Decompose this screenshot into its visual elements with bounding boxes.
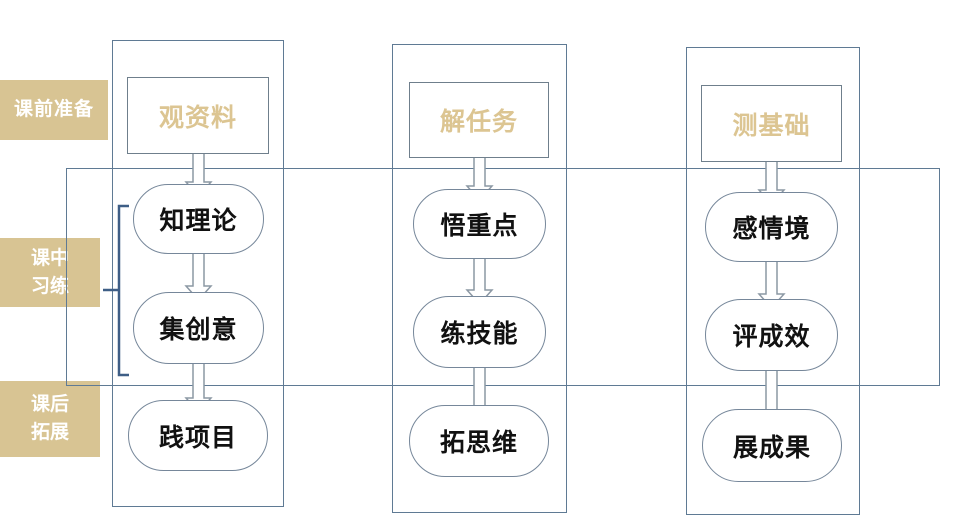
column-2-step-1: 悟重点 <box>413 189 546 259</box>
stage-label-in-line1: 课中 <box>30 246 69 269</box>
column-2-step-1-label: 悟重点 <box>440 211 519 240</box>
column-2-top-box: 解任务 <box>409 82 549 158</box>
column-2-step-3-label: 拓思维 <box>439 428 518 457</box>
column-1-step-3: 践项目 <box>128 400 268 471</box>
column-2-step-2-label: 练技能 <box>440 319 519 348</box>
column-3-step-2: 评成效 <box>705 299 838 371</box>
column-3-top-box: 测基础 <box>701 85 842 162</box>
column-2-step-3: 拓思维 <box>409 405 549 477</box>
column-1-step-2: 集创意 <box>133 292 264 364</box>
in-class-band <box>66 168 940 386</box>
stage-label-post-line2: 拓展 <box>30 421 69 443</box>
column-2-top-label: 解任务 <box>439 107 518 136</box>
column-3-step-1: 感情境 <box>705 192 838 262</box>
column-frame-3 <box>686 47 860 515</box>
column-3-step-3: 展成果 <box>702 409 842 482</box>
column-1-step-3-label: 践项目 <box>158 422 237 452</box>
column-3-step-2-label: 评成效 <box>732 322 811 351</box>
stage-label-pre-text: 课前准备 <box>13 98 94 121</box>
stage-label-in-line2: 习练 <box>30 274 69 297</box>
stage-label-in-class: 课中 习练 <box>0 238 100 307</box>
column-1-top-box: 观资料 <box>127 77 269 154</box>
column-3-step-3-label: 展成果 <box>732 432 811 462</box>
column-1-top-label: 观资料 <box>158 102 237 132</box>
column-frame-2 <box>392 44 567 513</box>
stage-label-post-line1: 课后 <box>30 393 69 416</box>
column-frame-1 <box>112 40 284 507</box>
column-1-step-2-label: 集创意 <box>159 315 238 344</box>
stage-label-post-class: 课后 拓展 <box>0 381 100 457</box>
column-1-step-1-label: 知理论 <box>159 206 238 235</box>
stage-label-pre-class: 课前准备 <box>0 80 108 140</box>
column-3-top-label: 测基础 <box>732 110 811 140</box>
column-1-step-1: 知理论 <box>133 184 264 254</box>
column-3-step-1-label: 感情境 <box>732 214 811 243</box>
column-2-step-2: 练技能 <box>413 296 546 368</box>
